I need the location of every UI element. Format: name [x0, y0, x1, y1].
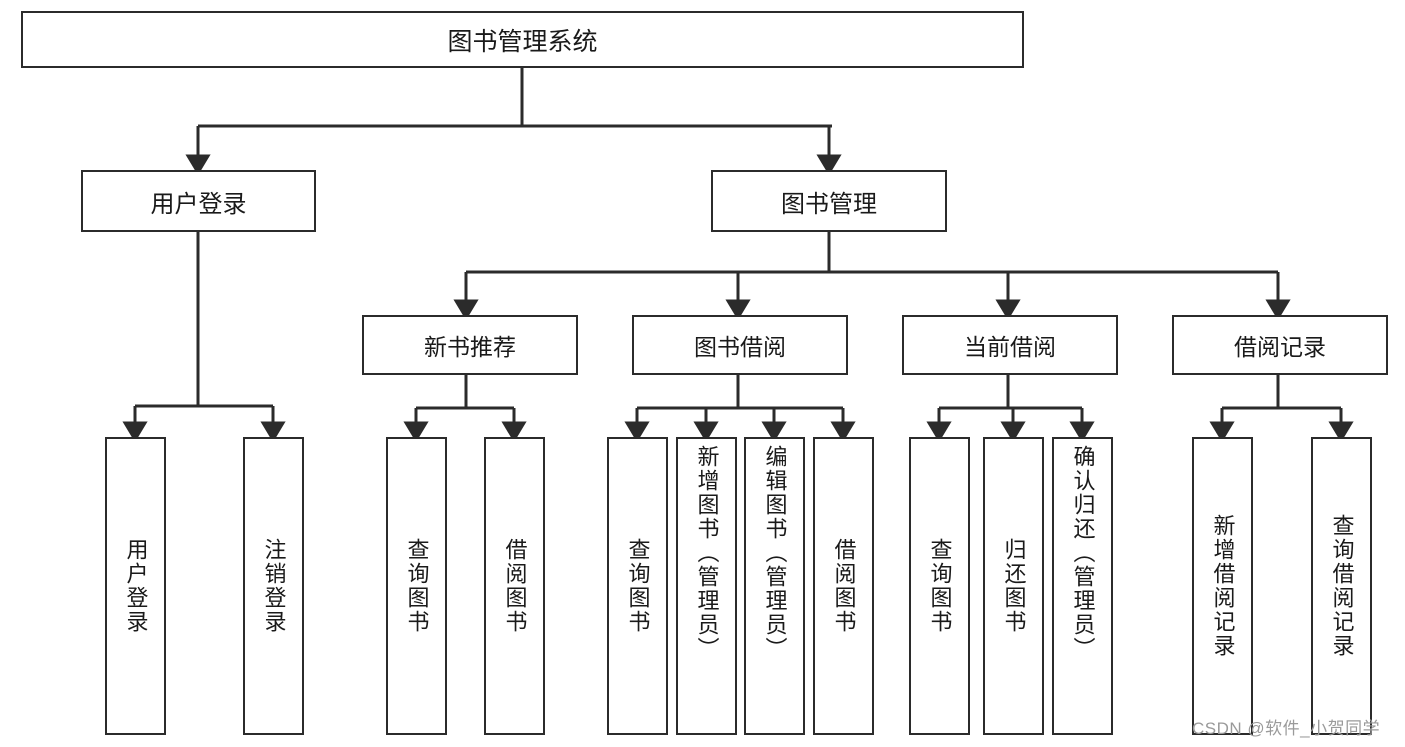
node-label: 查询图书 — [927, 538, 953, 634]
node-label: 借阅图书 — [831, 538, 857, 634]
node-book-borrow[interactable]: 图书借阅 — [632, 315, 848, 375]
node-current-borrow[interactable]: 当前借阅 — [902, 315, 1118, 375]
node-leaf-add-book[interactable]: 新增图书（管理员） — [676, 437, 737, 735]
node-new-book-recommend[interactable]: 新书推荐 — [362, 315, 578, 375]
node-label: 新增借阅记录 — [1210, 514, 1236, 658]
node-book-manage[interactable]: 图书管理 — [711, 170, 947, 232]
node-label: 查询图书 — [625, 538, 651, 634]
node-borrow-record[interactable]: 借阅记录 — [1172, 315, 1388, 375]
node-label: 查询图书 — [404, 538, 430, 634]
node-label: 图书借阅 — [694, 334, 786, 360]
node-leaf-query-book-borrow[interactable]: 查询图书 — [607, 437, 668, 735]
node-label: 归还图书 — [1001, 538, 1027, 634]
csdn-watermark: CSDN @软件_小贺同学 — [1192, 719, 1381, 738]
node-leaf-query-book-recommend[interactable]: 查询图书 — [386, 437, 447, 735]
node-leaf-user-login[interactable]: 用户登录 — [105, 437, 166, 735]
node-leaf-user-logout[interactable]: 注销登录 — [243, 437, 304, 735]
node-label: 确认归还（管理员） — [1070, 445, 1096, 661]
node-leaf-borrow-book[interactable]: 借阅图书 — [813, 437, 874, 735]
node-leaf-return-book[interactable]: 归还图书 — [983, 437, 1044, 735]
node-label: 新书推荐 — [424, 334, 516, 360]
node-label: 查询借阅记录 — [1329, 514, 1355, 658]
node-label: 用户登录 — [150, 190, 247, 218]
node-label: 当前借阅 — [964, 334, 1056, 360]
node-leaf-confirm-return[interactable]: 确认归还（管理员） — [1052, 437, 1113, 735]
node-label: 用户登录 — [123, 538, 149, 634]
node-label: 图书管理系统 — [447, 27, 598, 56]
node-leaf-add-record[interactable]: 新增借阅记录 — [1192, 437, 1253, 735]
node-label: 借阅图书 — [502, 538, 528, 634]
node-user-login[interactable]: 用户登录 — [81, 170, 316, 232]
node-label: 编辑图书（管理员） — [762, 445, 788, 661]
node-leaf-edit-book[interactable]: 编辑图书（管理员） — [744, 437, 805, 735]
node-label: 注销登录 — [261, 538, 287, 634]
node-label: 新增图书（管理员） — [694, 445, 720, 661]
node-root-system[interactable]: 图书管理系统 — [21, 11, 1024, 68]
node-label: 图书管理 — [781, 190, 877, 218]
node-leaf-borrow-book-recommend[interactable]: 借阅图书 — [484, 437, 545, 735]
node-leaf-query-record[interactable]: 查询借阅记录 — [1311, 437, 1372, 735]
node-leaf-query-book-current[interactable]: 查询图书 — [909, 437, 970, 735]
node-label: 借阅记录 — [1234, 334, 1326, 360]
